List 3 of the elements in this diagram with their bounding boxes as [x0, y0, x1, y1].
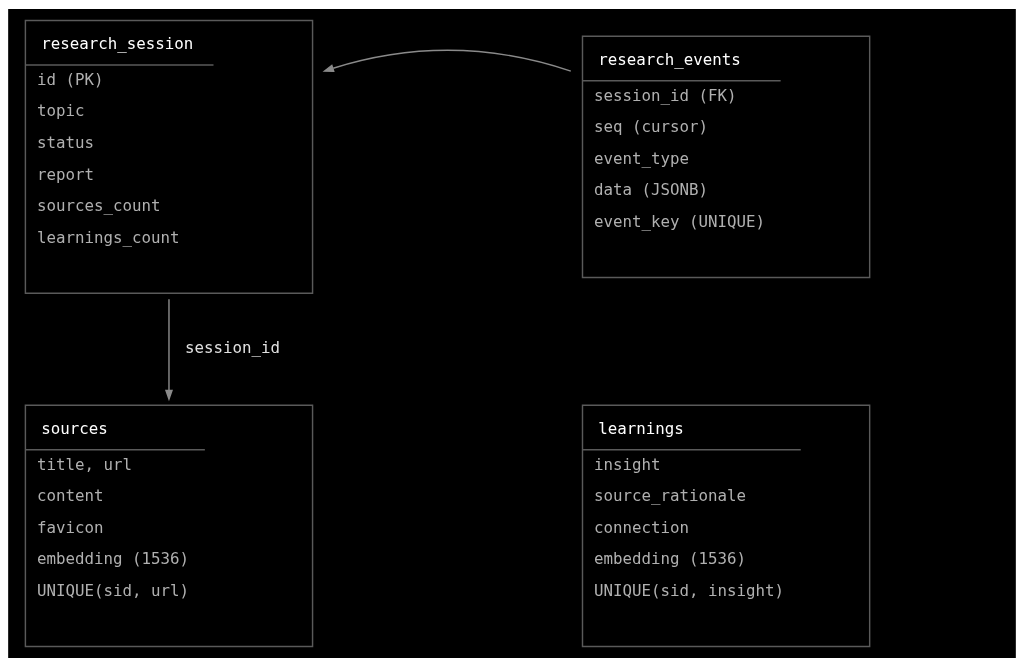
- arrow: [322, 49, 572, 72]
- arrow: [164, 298, 173, 401]
- edge-label: session_id: [184, 337, 280, 357]
